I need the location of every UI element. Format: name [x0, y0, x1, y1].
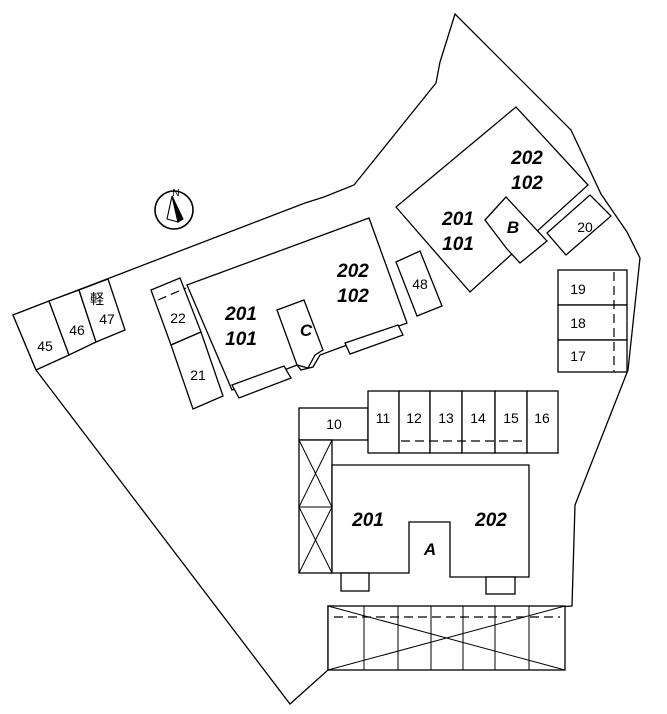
parking-label-18: 18	[570, 315, 586, 331]
building-b-name: B	[507, 218, 519, 237]
parking-label-10: 10	[326, 416, 342, 432]
parking-label-16: 16	[534, 410, 550, 426]
parking-label-45: 45	[37, 338, 53, 354]
building-c-room-202: 202	[336, 261, 369, 282]
parking-group-east: 19 18 17	[557, 269, 628, 373]
building-c-room-101: 101	[225, 329, 257, 350]
parking-space-19	[557, 269, 628, 306]
parking-label-19: 19	[570, 281, 586, 297]
compass-label: N	[172, 188, 179, 199]
parking-space-15	[494, 390, 528, 454]
parking-space-16	[526, 390, 559, 454]
parking-space-11	[367, 390, 400, 454]
parking-label-20: 20	[577, 219, 593, 235]
parking-group-left: 45 46 軽 47	[12, 278, 126, 371]
kei-car-label: 軽	[90, 292, 104, 308]
parking-label-22: 22	[170, 310, 186, 326]
parking-label-47: 47	[99, 311, 115, 327]
parking-space-17	[557, 339, 628, 373]
parking-label-48: 48	[412, 276, 428, 292]
parking-label-46: 46	[69, 322, 85, 338]
parking-label-15: 15	[503, 410, 519, 426]
building-b: 202 102 201 101 B	[395, 106, 589, 293]
building-a-room-202: 202	[474, 510, 507, 531]
parking-space-10	[298, 407, 369, 441]
parking-label-21: 21	[190, 367, 206, 383]
building-c-balcony-right	[344, 324, 404, 355]
building-c-name: C	[300, 321, 313, 340]
building-a-step-right	[485, 576, 516, 595]
parking-label-12: 12	[406, 410, 422, 426]
parking-group-c-west: 22 21	[150, 277, 224, 410]
parking-label-17: 17	[570, 348, 586, 364]
building-b-room-202: 202	[510, 148, 543, 169]
parking-space-20	[546, 194, 612, 256]
property-boundary	[12, 12, 641, 705]
parking-space-21	[170, 331, 224, 410]
parking-space-47	[78, 278, 126, 343]
building-b-room-201: 201	[441, 209, 474, 230]
building-c-entrance	[276, 299, 324, 369]
storage-area-south	[327, 605, 566, 671]
parking-space-18	[557, 304, 628, 341]
building-c: 202 102 201 101 C	[186, 217, 408, 399]
parking-space-48	[395, 250, 443, 317]
parking-space-14	[461, 390, 496, 454]
north-compass-icon: N	[154, 188, 194, 230]
building-b-room-101: 101	[442, 234, 474, 255]
parking-label-11: 11	[376, 410, 391, 426]
parking-row-top: 11 12 13 14 15 16	[367, 390, 559, 454]
building-a-room-201: 201	[351, 510, 384, 531]
building-a-step-left	[340, 572, 370, 592]
building-b-outline	[395, 106, 589, 293]
parking-space-12	[398, 390, 431, 454]
building-c-room-102: 102	[337, 286, 369, 307]
building-b-room-102: 102	[511, 173, 543, 194]
parking-label-13: 13	[438, 410, 454, 426]
storage-area-west	[298, 439, 333, 574]
parking-label-14: 14	[470, 410, 486, 426]
building-c-balcony-left	[231, 365, 292, 399]
building-c-room-201: 201	[224, 304, 257, 325]
building-a: 201 202 A	[331, 464, 530, 595]
building-a-name: A	[423, 540, 436, 559]
building-b-entrance	[484, 196, 548, 264]
